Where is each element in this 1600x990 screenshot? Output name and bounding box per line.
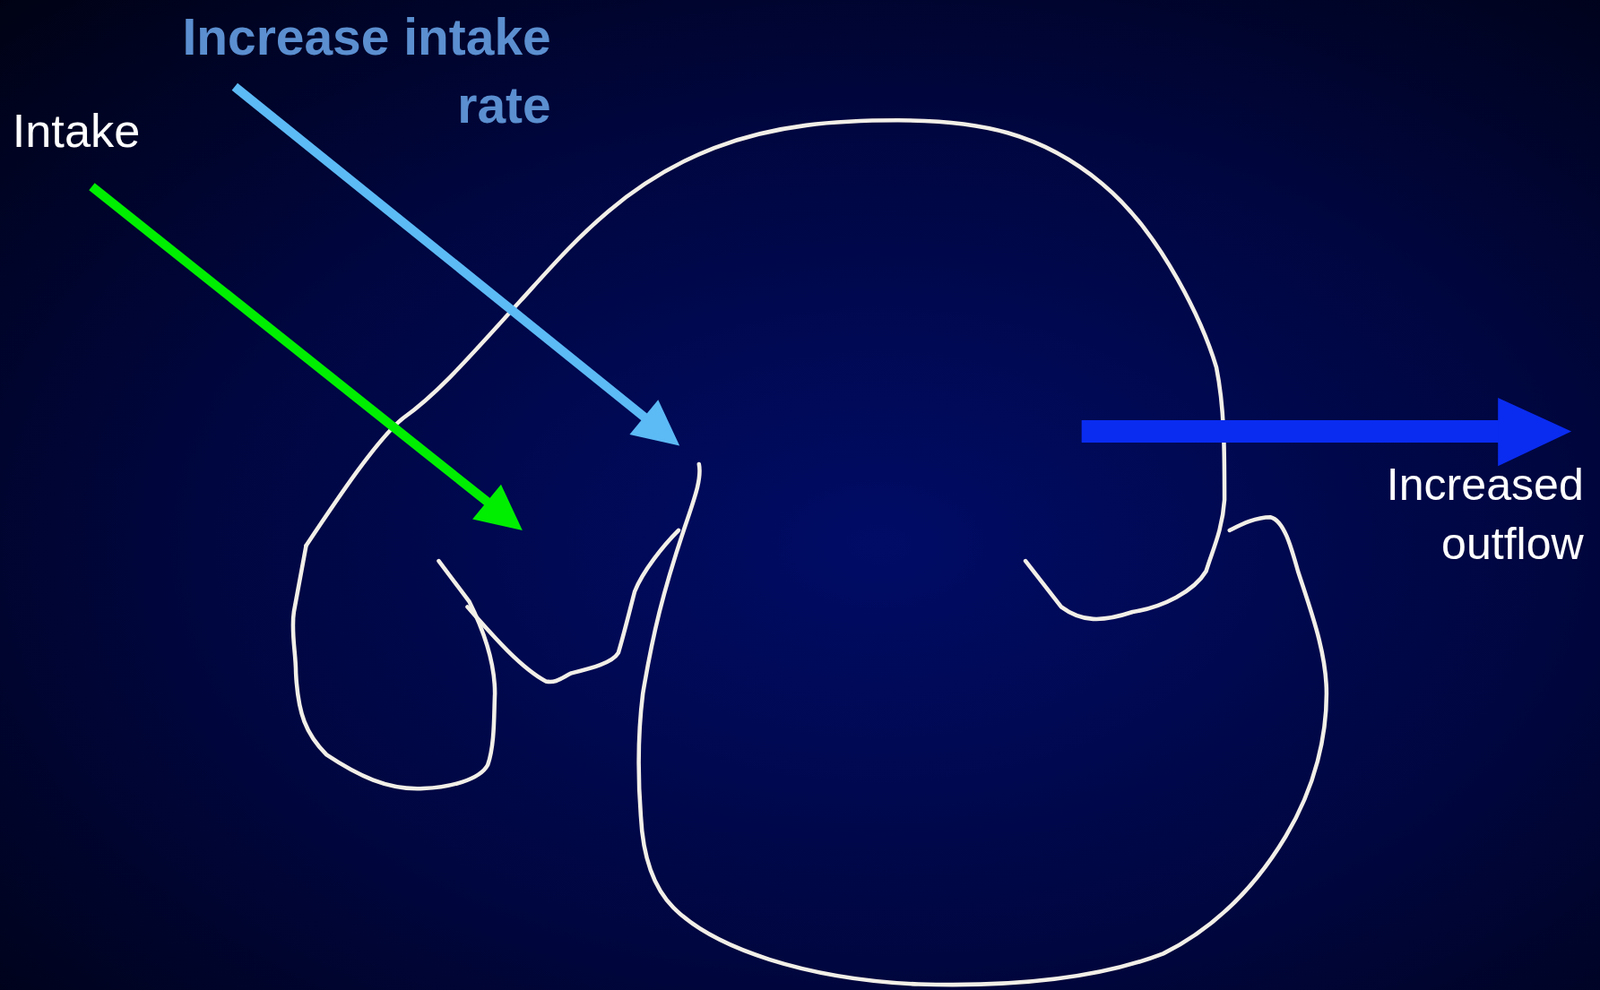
increase-intake-arrow xyxy=(234,86,680,447)
outline-lower-lobe xyxy=(639,464,1327,986)
outflow-arrow xyxy=(1081,397,1572,467)
intake-label: Intake xyxy=(12,102,217,160)
intake-arrow xyxy=(91,186,522,531)
callout-label: Increase intake rate xyxy=(96,4,552,139)
outline-left-lobe xyxy=(293,545,495,789)
outline-connector xyxy=(467,530,679,683)
outflow-label: Increased outflow xyxy=(1254,455,1584,574)
outline-upper xyxy=(306,120,1226,620)
